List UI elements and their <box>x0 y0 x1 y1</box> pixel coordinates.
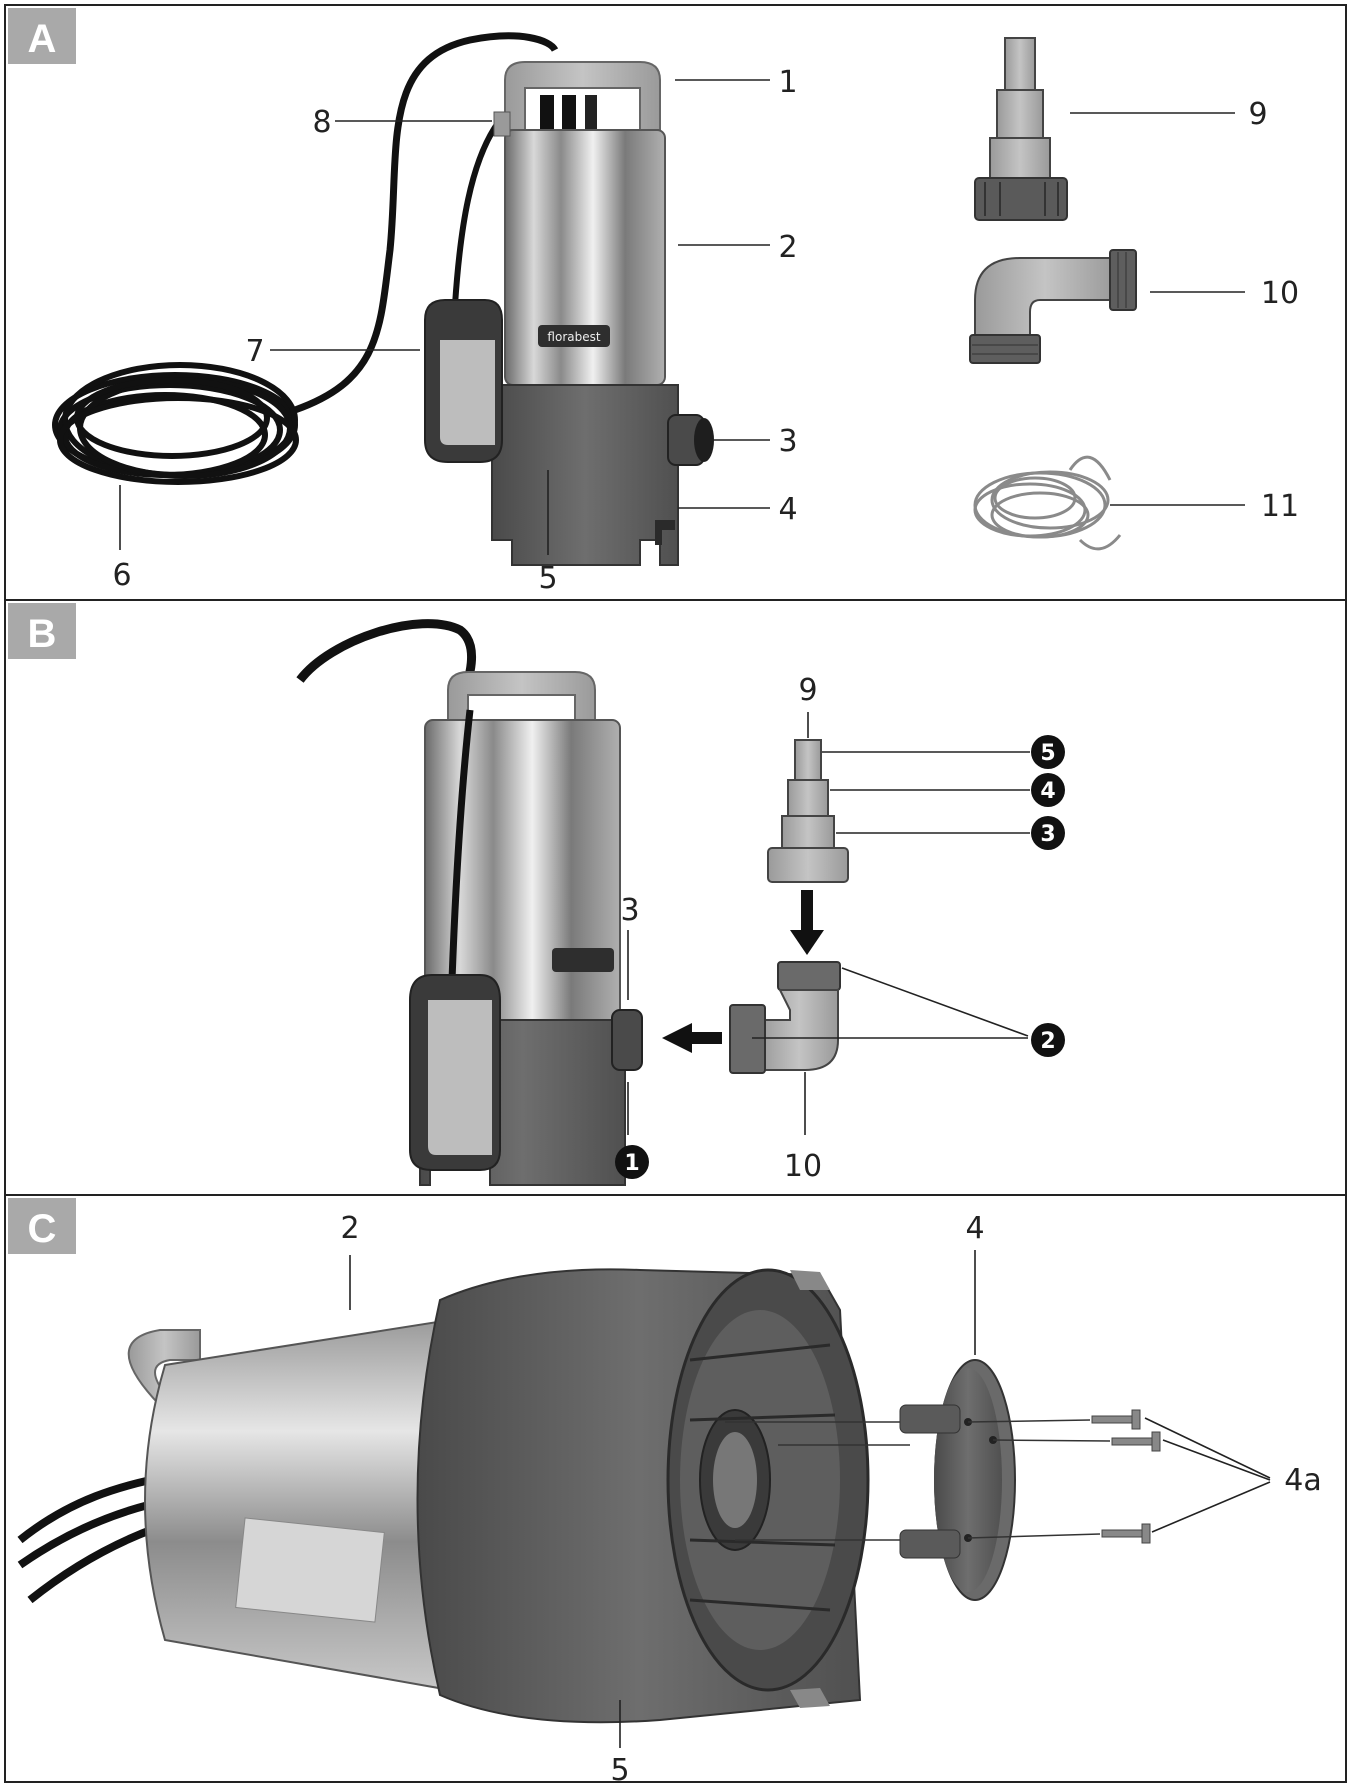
pump-foot <box>899 1359 1016 1601</box>
callout-label: 11 <box>1261 489 1299 524</box>
panel-tab-c: C <box>8 1198 76 1254</box>
step-marker: 2 <box>1031 1023 1065 1057</box>
callout-lines-c <box>349 1250 1271 1748</box>
pump-b <box>409 671 643 1186</box>
callout-label: 10 <box>1261 276 1299 311</box>
panel-letter: C <box>28 1207 57 1251</box>
pump-base <box>491 384 679 566</box>
rope <box>973 455 1122 551</box>
elbow-connector <box>969 249 1137 364</box>
pump-foot <box>655 520 675 545</box>
float-switch-cable <box>448 709 474 981</box>
callout-label: 10 <box>784 1149 822 1184</box>
hose-connector <box>767 739 849 883</box>
brand-logo <box>552 948 614 972</box>
rating-label <box>235 1517 385 1623</box>
brand-logo-text: florabest <box>547 330 600 344</box>
cable-holder <box>493 111 511 137</box>
callout-lines-a <box>119 79 1245 555</box>
float-switch-cable <box>452 118 503 306</box>
step-number: 4 <box>1040 779 1055 804</box>
panel-letter: B <box>28 612 57 656</box>
callout-label: 4a <box>1284 1463 1321 1498</box>
screw <box>1111 1431 1161 1452</box>
assembly-guides <box>725 1419 1111 1541</box>
callout-labels-b: 9 3 10 <box>620 673 822 1184</box>
callout-label: 3 <box>778 424 797 459</box>
panel-tab-b: B <box>8 603 76 659</box>
elbow-connector <box>729 961 841 1074</box>
step-marker: 1 <box>615 1145 649 1179</box>
step-number: 5 <box>1040 741 1055 766</box>
callout-labels-a: 1 8 2 7 3 4 6 5 9 10 11 <box>112 65 1299 596</box>
hose-connector <box>974 37 1068 221</box>
step-number: 3 <box>1040 822 1055 847</box>
callout-labels-c: 2 4 5 4a <box>340 1211 1321 1787</box>
callout-label: 2 <box>340 1211 359 1246</box>
arrow-left <box>662 1023 722 1053</box>
callout-label: 9 <box>1248 97 1267 132</box>
callout-label: 5 <box>610 1753 629 1787</box>
step-marker: 4 <box>1031 773 1065 807</box>
callout-label: 7 <box>245 334 264 369</box>
callout-label: 4 <box>965 1211 984 1246</box>
callout-label: 6 <box>112 558 131 593</box>
motor-housing <box>144 1318 451 1692</box>
power-cable <box>296 619 477 703</box>
callout-label: 8 <box>312 105 331 140</box>
screw <box>1091 1409 1141 1430</box>
outer-frame <box>4 4 1347 1783</box>
panel-tab-a: A <box>8 8 76 64</box>
step-number: 1 <box>624 1151 639 1176</box>
step-marker: 5 <box>1031 735 1065 769</box>
step-marker: 3 <box>1031 816 1065 850</box>
brand-logo <box>538 325 610 347</box>
callout-lines-b <box>627 712 1030 1135</box>
arrow-down <box>790 890 824 955</box>
pressure-outlet <box>611 1009 643 1071</box>
step-number: 2 <box>1040 1029 1055 1054</box>
screw <box>1101 1523 1151 1544</box>
pump-a: florabest <box>424 61 714 566</box>
carrying-handle <box>504 61 661 131</box>
carrying-handle <box>127 1329 201 1401</box>
base-fins <box>689 1343 836 1612</box>
callout-label: 2 <box>778 230 797 265</box>
step-markers: 5 4 3 2 1 <box>615 735 1065 1179</box>
callout-label: 4 <box>778 492 797 527</box>
power-cable <box>293 32 559 414</box>
panel-letter: A <box>28 17 57 61</box>
callout-label: 1 <box>778 65 797 100</box>
callout-label: 5 <box>538 561 557 596</box>
coiled-cable <box>52 362 299 485</box>
callout-label: 9 <box>798 673 817 708</box>
callout-label: 3 <box>620 893 639 928</box>
